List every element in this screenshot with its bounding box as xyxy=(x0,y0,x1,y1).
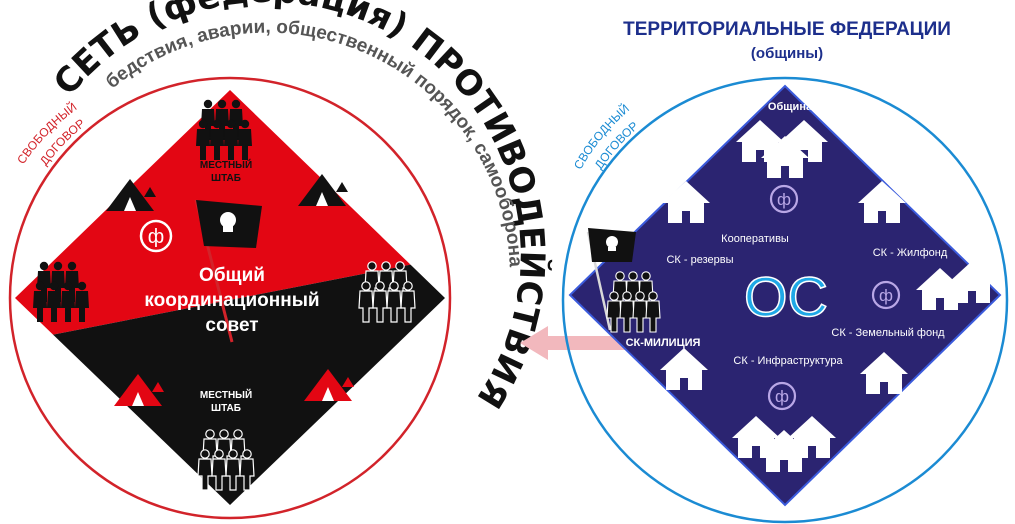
pirate-flag-icon-right xyxy=(586,228,636,331)
hq-bottom-label-2: ШТАБ xyxy=(211,403,241,414)
hq-bottom-label-1: МЕСТНЫЙ xyxy=(200,388,252,401)
council-label-3: совет xyxy=(205,315,258,336)
fi-right-bottom-text: ф xyxy=(775,387,789,406)
label-housing: СК - Жилфонд xyxy=(873,247,948,259)
left-ring xyxy=(8,76,452,520)
label-militia: СК-МИЛИЦИЯ xyxy=(626,337,701,349)
right-subtitle: (общины) xyxy=(751,45,823,62)
label-land: СК - Земельный фонд xyxy=(831,327,945,339)
pirate-flag-icon-left xyxy=(194,199,262,343)
left-free-contract-1: СВОБОДНЫЙ xyxy=(14,99,79,167)
right-title: ТЕРРИТОРИАЛЬНЫЕ ФЕДЕРАЦИИ xyxy=(623,19,951,40)
fi-symbol-icon-right-middle: ф xyxy=(871,280,901,310)
right-federation-block: ТЕРРИТОРИАЛЬНЫЕ ФЕДЕРАЦИИ (общины) СВОБО… xyxy=(561,19,1009,524)
hq-top-label-1: МЕСТНЫЙ xyxy=(200,158,252,171)
label-cooperatives: Кооперативы xyxy=(721,233,789,245)
left-network-block: ф МЕСТНЫЙ ШТАБ МЕСТНЫЙ ШТАБ Общий коорди… xyxy=(8,0,553,520)
fi-symbol-left-text: ф xyxy=(148,226,164,248)
label-reserves: СК - резервы xyxy=(666,254,733,266)
fi-right-middle-text: ф xyxy=(879,286,893,305)
council-label-2: координационный xyxy=(144,290,319,311)
council-label-1: Общий xyxy=(199,265,265,286)
fi-right-top-text: ф xyxy=(777,190,791,209)
label-infrastructure: СК - Инфраструктура xyxy=(733,355,843,367)
hq-top-label-2: ШТАБ xyxy=(211,173,241,184)
community-label: Община xyxy=(768,101,813,113)
fi-symbol-icon-right-top: ф xyxy=(769,184,799,214)
fi-symbol-icon-right-bottom: ф xyxy=(767,381,797,411)
fi-symbol-icon-left: ф xyxy=(139,219,173,253)
center-os-label: ОС xyxy=(744,265,828,328)
left-free-contract-1-path: СВОБОДНЫЙ xyxy=(14,99,79,167)
right-ring xyxy=(561,76,1009,524)
